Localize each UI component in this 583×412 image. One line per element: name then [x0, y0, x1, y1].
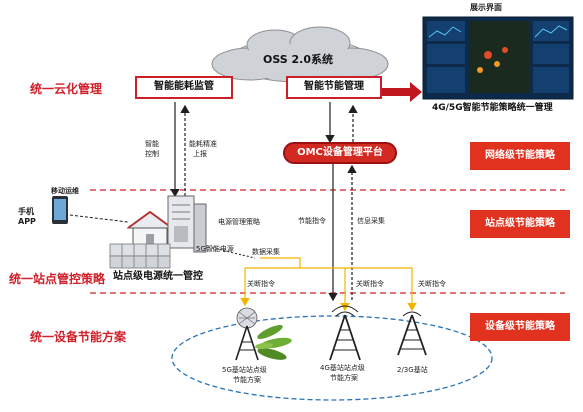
report-label-1: 能耗精准: [189, 140, 217, 148]
energy-mgmt-box: 智能节能管理: [286, 76, 382, 99]
site-power-label: 站点级电源统一管控: [113, 271, 203, 282]
phone-icon: [52, 196, 68, 224]
bs4g-label-2: 节能方案: [330, 374, 358, 382]
bs5g-label-2: 节能方案: [233, 376, 261, 384]
bs23g-label: 2/3G基站: [397, 366, 428, 374]
display-title: 展示界面: [470, 3, 502, 12]
cloud-icon: [211, 26, 389, 83]
cloud-mgmt-heading: 统一云化管理: [30, 82, 103, 96]
leaf-icon: [255, 325, 292, 360]
mobile-app-label-2: APP: [18, 217, 36, 226]
power-cabinet-icon: [167, 195, 207, 253]
site-policy-box: 站点级节能策略: [470, 210, 570, 238]
mobile-ops-label: 移动运维: [51, 187, 79, 195]
23g-tower-icon: [397, 311, 427, 356]
energy-monitor-box: 智能能耗监管: [135, 76, 233, 99]
base-station-ellipse: [171, 315, 493, 401]
saving-cmd-label: 节能指令: [298, 217, 326, 225]
5g-tower-icon: [235, 307, 259, 361]
report-label-2: 上报: [193, 150, 207, 158]
omc-platform: OMC设备管理平台: [283, 142, 397, 164]
shutdown-label-4g: 关断指令: [356, 280, 384, 288]
mobile-link-line: [69, 214, 129, 223]
power-mgmt-policy-label: 电源管理策略: [218, 218, 260, 226]
shutdown-path-23g: [345, 267, 417, 312]
display-caption: 4G/5G智能节能策略统一管理: [432, 103, 553, 113]
shutdown-label-5g: 关断指令: [247, 280, 275, 288]
display-arrow: [382, 82, 422, 102]
smart-ctrl-label-2: 控制: [145, 150, 159, 158]
cloud-label: OSS 2.0系统: [263, 53, 334, 66]
bs4g-label-1: 4G基站站点级: [320, 364, 365, 372]
smart-ctrl-label-1: 智能: [145, 140, 159, 148]
bs5g-label-1: 5G基站站点级: [222, 366, 267, 374]
shutdown-path-4g: [300, 267, 350, 312]
info-collect-label: 信息采集: [357, 217, 385, 225]
dashboard-screen: [422, 16, 574, 100]
site-policy-heading: 统一站点管控策略: [9, 272, 106, 286]
data-collect-label: 数据采集: [252, 248, 280, 256]
device-policy-box: 设备级节能策略: [470, 313, 570, 341]
shutdown-label-23g: 关断指令: [418, 280, 446, 288]
network-policy-box: 网络级节能策略: [470, 142, 570, 170]
smart-power-label: 5G智能电源: [196, 245, 234, 253]
4g-tower-icon: [329, 305, 361, 361]
house-icon: [126, 210, 174, 247]
mobile-app-label-1: 手机: [18, 207, 34, 216]
device-saving-heading: 统一设备节能方案: [30, 330, 127, 344]
battery-rack-icon: [109, 243, 171, 269]
data-collect-line: [199, 244, 256, 259]
